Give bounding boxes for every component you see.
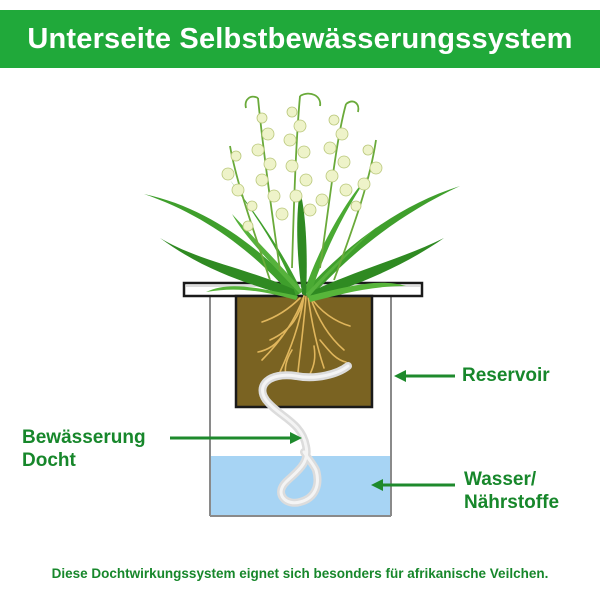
reservoir-arrow bbox=[394, 370, 455, 382]
label-wick-line2: Docht bbox=[22, 450, 76, 471]
label-reservoir: Reservoir bbox=[462, 365, 550, 386]
water-arrow bbox=[371, 479, 455, 491]
label-water-line1: Wasser/ bbox=[464, 469, 537, 490]
label-wick: Bewässerung Docht bbox=[22, 426, 146, 472]
label-wick-line1: Bewässerung bbox=[22, 427, 146, 448]
reservoir-container bbox=[209, 296, 392, 517]
label-water-nutrients: Wasser/ Nährstoffe bbox=[464, 468, 559, 514]
wick-arrow bbox=[170, 432, 302, 444]
label-water-line2: Nährstoffe bbox=[464, 492, 560, 513]
caption-text: Diese Dochtwirkungssystem eignet sich be… bbox=[51, 566, 549, 581]
roots bbox=[257, 295, 351, 377]
flower-bells bbox=[221, 106, 383, 232]
banner-title: Unterseite Selbstbewässerungssystem bbox=[27, 22, 573, 55]
title-banner: Unterseite Selbstbewässerungssystem bbox=[0, 10, 600, 68]
